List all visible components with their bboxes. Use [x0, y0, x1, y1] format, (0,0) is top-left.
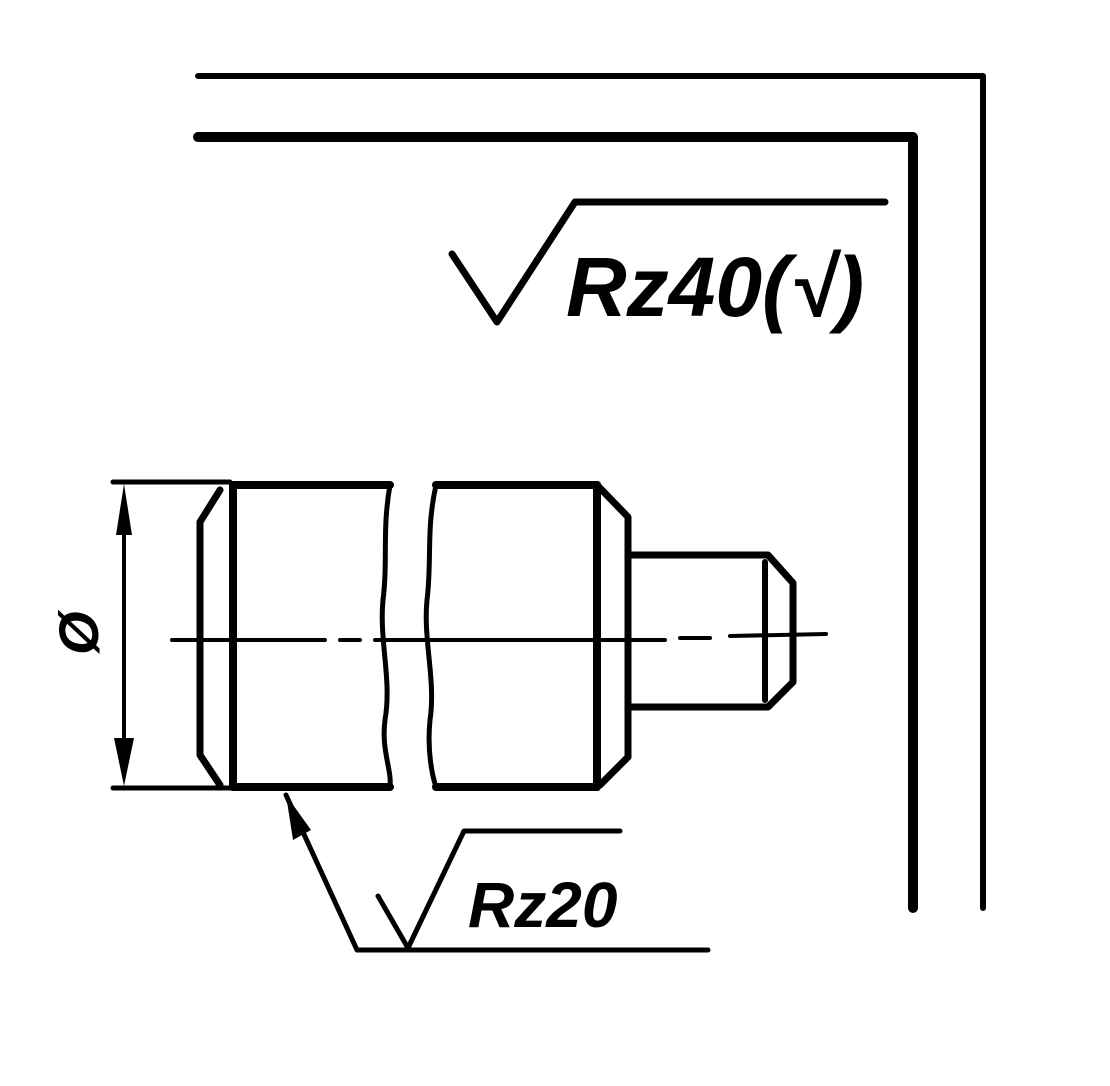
right-chamfer-outline — [593, 481, 632, 789]
centerline-dash — [728, 632, 828, 638]
shaft-right-section — [423, 481, 632, 791]
shaft-left-section — [196, 481, 394, 791]
frame-inner-line — [193, 132, 918, 913]
journal-outline — [626, 551, 797, 711]
roughness-check-icon — [375, 828, 623, 951]
left-chamfer-outline — [196, 486, 224, 789]
leader-line — [283, 792, 711, 953]
diameter-symbol: Ø — [47, 609, 110, 655]
frame-outer-line — [195, 73, 986, 911]
roughness-symbol-main: Rz40 (√) — [448, 198, 889, 334]
shaft-journal — [626, 551, 797, 711]
axis-centerline — [170, 632, 828, 642]
roughness-main-note: (√) — [762, 240, 864, 334]
arrow-down-icon — [114, 738, 134, 786]
roughness-symbol-diameter: Rz20 — [283, 792, 711, 953]
diameter-dimension: Ø — [47, 479, 233, 791]
roughness-main-label: Rz40 — [566, 240, 762, 334]
arrow-up-icon — [116, 484, 132, 535]
roughness-diameter-label: Rz20 — [468, 869, 617, 941]
drawing-frame — [193, 73, 986, 913]
left-break-line — [379, 482, 393, 790]
right-break-line — [423, 482, 439, 790]
roughness-check-icon — [448, 198, 889, 326]
